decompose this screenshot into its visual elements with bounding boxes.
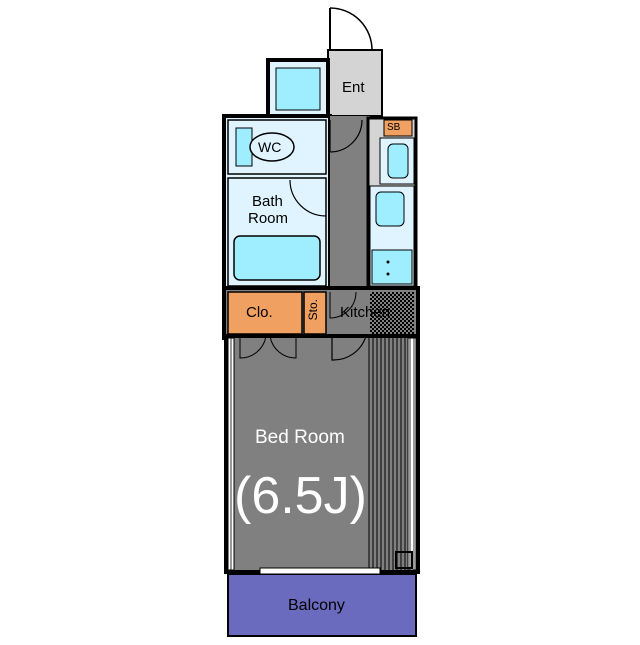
entrance-door [329, 7, 373, 51]
bedroom-size-label: (6.5J) [234, 467, 367, 525]
kitchen-floor-pattern [370, 292, 414, 334]
closet-doors [239, 335, 367, 361]
storage-door [329, 291, 357, 319]
bedroom-label: Bed Room [255, 427, 345, 448]
storage-label: Sto. [306, 299, 320, 321]
stove-icon [371, 249, 413, 285]
kitchen-label: Kitchen [340, 304, 391, 321]
fridge-icon [387, 143, 409, 179]
bath-label-line1: Bath [252, 193, 283, 210]
bathtub-icon [233, 235, 321, 281]
column-icon [395, 551, 413, 569]
closet [227, 291, 303, 335]
shoe-box [383, 119, 413, 137]
bedroom-window-frame [407, 337, 417, 571]
wc-door [329, 119, 363, 153]
entrance-fixture [275, 67, 321, 111]
closet-label: Clo. [246, 304, 273, 321]
balcony-label: Balcony [288, 597, 345, 614]
wc-room [227, 119, 327, 175]
bath-room [227, 177, 327, 287]
shoe-box-label: SB [387, 122, 401, 133]
wc-label: WC [258, 139, 282, 155]
bath-label-line2: Room [248, 210, 289, 227]
kitchen-counter [366, 116, 418, 292]
balcony [227, 573, 417, 637]
entrance-label: Ent [342, 79, 365, 96]
sink-icon [375, 191, 405, 227]
toilet-icon [249, 132, 295, 162]
balcony-door-gap [259, 567, 381, 575]
